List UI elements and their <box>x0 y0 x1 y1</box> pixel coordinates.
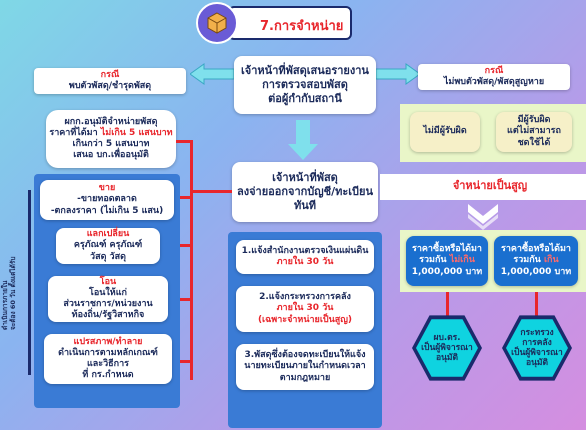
step-2-box: 2.แจ้งกระทรวงการคลัง ภายใน 30 วัน (เฉพาะ… <box>236 286 374 332</box>
exchange-title: แลกเปลี่ยน <box>86 229 130 240</box>
transfer-title: โอน <box>99 276 117 287</box>
center-top-line: ต่อผู้กำกับสถานี <box>268 92 342 106</box>
left-case-title: กรณี <box>100 69 120 80</box>
page-title: 7.การจำหน่าย <box>260 19 344 34</box>
connector-line <box>176 196 192 199</box>
step-1-box: 1.แจ้งสำนักงานตรวจเงินแผ่นดิน ภายใน 30 ว… <box>236 240 374 274</box>
arrow-right-icon <box>376 63 420 85</box>
step-2-note: (เฉพาะจำหน่ายเป็นสูญ) <box>257 314 353 325</box>
step-2-text: 2.แจ้งกระทรวงการคลัง <box>259 292 351 303</box>
fault-text: แต่ไม่สามารถ <box>507 126 561 137</box>
center-mid-line: เจ้าหน้าที่พัสดุ <box>272 170 338 184</box>
hex2-text: กระทรวง <box>520 327 554 338</box>
center-writeoff-box: เจ้าหน้าที่พัสดุ ลงจ่ายออกจากบัญชี/ทะเบี… <box>232 162 378 222</box>
no-fault-text: ไม่มีผู้รับผิด <box>423 126 467 137</box>
under-limit: ไม่เกิน <box>449 255 475 266</box>
title-banner: 7.การจำหน่าย <box>228 6 352 40</box>
arrow-down-icon <box>288 120 318 160</box>
step-3-text: 3.พัสดุซึ่งต้องจดทะเบียนให้แจ้ง <box>244 350 366 361</box>
writeoff-label: จำหน่ายเป็นสูญ <box>452 179 528 192</box>
price-over-box: ราคาซื้อหรือได้มา รวมกัน เกิน 1,000,000 … <box>494 236 578 286</box>
chevron-down-icon <box>468 204 498 230</box>
hex2-text: เป็นผู้พิจารณา <box>511 348 563 358</box>
over-amount: 1,000,000 บาท <box>500 266 572 277</box>
connector-line <box>176 244 192 247</box>
center-report-box: เจ้าหน้าที่พัสดุเสนอรายงาน การตรวจสอบพัส… <box>234 56 376 114</box>
approve-text: ผกก.อนุมัติจำหน่ายพัสดุ <box>64 116 158 127</box>
right-case-box: กรณี ไม่พบตัวพัสดุ/พัสดุสูญหาย <box>418 64 570 90</box>
no-fault-box: ไม่มีผู้รับผิด <box>410 112 480 152</box>
convert-title: แปรสภาพ/ทำลาย <box>73 336 143 347</box>
over-label: รวมกัน <box>513 255 544 266</box>
approve-text: เสนอ บก.เพื่ออนุมัติ <box>73 150 149 161</box>
arrow-left-icon <box>190 63 234 85</box>
sell-box: ขาย -ขายทอดตลาด -ตกลงราคา (ไม่เกิน 5 แสน… <box>40 180 174 220</box>
left-case-text: พบตัวพัสดุ/ชำรุดพัสดุ <box>68 81 152 91</box>
connector-line <box>446 292 449 316</box>
sell-title: ขาย <box>98 183 116 194</box>
transfer-text: ท้องถิ่น/รัฐวิสาหกิจ <box>71 310 145 321</box>
over-limit: เกิน <box>543 255 559 266</box>
approve-limit: ไม่เกิน 5 แสนบาท <box>100 127 173 138</box>
approve-price-label: ราคาที่ได้มา <box>49 127 101 138</box>
under-label: รวมกัน <box>419 255 450 266</box>
transfer-box: โอน โอนให้แก่ ส่วนราชการ/หน่วยงาน ท้องถิ… <box>48 276 168 322</box>
sell-text: -ตกลงราคา (ไม่เกิน 5 แสน) <box>50 205 164 216</box>
convert-text: ดำเนินการตามหลักเกณฑ์ <box>58 347 158 358</box>
hex1-text: เป็นผู้พิจารณา <box>421 342 473 353</box>
left-approve-box: ผกก.อนุมัติจำหน่ายพัสดุ ราคาที่ได้มา ไม่… <box>46 110 176 168</box>
sell-text: -ขายทอดตลาด <box>77 194 137 205</box>
price-under-box: ราคาซื้อหรือได้มา รวมกัน ไม่เกิน 1,000,0… <box>406 236 488 286</box>
under-text: ราคาซื้อหรือได้มา <box>411 244 482 255</box>
fault-box: มีผู้รับผิด แต่ไม่สามารถ ชดใช้ได้ <box>496 112 572 152</box>
hex-finance-approve: กระทรวง การคลัง เป็นผู้พิจารณา อนุมัติ <box>502 315 572 381</box>
exchange-box: แลกเปลี่ยน ครุภัณฑ์ ครุภัณฑ์ วัสดุ วัสดุ <box>56 228 160 264</box>
left-case-box: กรณี พบตัวพัสดุ/ชำรุดพัสดุ <box>34 68 186 94</box>
side-note: ดำเนินการภายใน จะต้อง 60 วัน ตั้งแต่ได้ร… <box>1 230 28 330</box>
hex1-text: ผบ.ตร. <box>433 332 461 343</box>
step-3-box: 3.พัสดุซึ่งต้องจดทะเบียนให้แจ้ง นายทะเบี… <box>236 344 374 390</box>
convert-box: แปรสภาพ/ทำลาย ดำเนินการตามหลักเกณฑ์ และว… <box>44 334 172 384</box>
step-1-deadline: ภายใน 30 วัน <box>276 257 334 267</box>
side-note-line: จะต้อง 60 วัน ตั้งแต่ได้รับ <box>8 256 17 330</box>
hex1-text: อนุมัติ <box>435 353 459 364</box>
over-text: ราคาซื้อหรือได้มา <box>500 244 571 255</box>
center-top-line: การตรวจสอบพัสดุ <box>262 77 348 91</box>
side-bracket <box>28 190 31 375</box>
exchange-text: วัสดุ วัสดุ <box>90 251 126 262</box>
convert-text: ที่ กร.กำหนด <box>82 370 134 381</box>
step-1-text: 1.แจ้งสำนักงานตรวจเงินแผ่นดิน <box>241 245 369 256</box>
hex-police-approve: ผบ.ตร. เป็นผู้พิจารณา อนุมัติ <box>412 315 482 381</box>
approve-text: เกินกว่า 5 แสนบาท <box>72 139 150 149</box>
center-mid-line: ลงจ่ายออกจากบัญชี/ทะเบียน <box>236 184 374 198</box>
connector-line <box>176 360 192 363</box>
right-case-title: กรณี <box>484 65 504 76</box>
under-amount: 1,000,000 บาท <box>411 266 483 277</box>
step-3-text: นายทะเบียนภายในกำหนดเวลา <box>244 361 366 372</box>
box-icon <box>196 2 238 44</box>
hex2-text: การคลัง <box>522 337 552 348</box>
exchange-text: ครุภัณฑ์ ครุภัณฑ์ <box>73 240 143 251</box>
connector-line <box>535 292 538 316</box>
connector-line <box>176 298 192 301</box>
side-note-line: ดำเนินการภายใน <box>1 280 9 330</box>
connector-line <box>190 140 193 380</box>
transfer-text: โอนให้แก่ <box>89 287 127 298</box>
fault-text: มีผู้รับผิด <box>517 115 551 126</box>
connector-line <box>192 190 232 193</box>
right-case-text: ไม่พบตัวพัสดุ/พัสดุสูญหาย <box>443 77 545 87</box>
transfer-text: ส่วนราชการ/หน่วยงาน <box>63 299 153 309</box>
connector-line <box>176 140 192 143</box>
convert-text: และวิธีการ <box>86 359 130 369</box>
fault-text: ชดใช้ได้ <box>517 137 551 148</box>
center-mid-line: ทันที <box>293 199 317 213</box>
center-top-line: เจ้าหน้าที่พัสดุเสนอรายงาน <box>241 63 369 77</box>
hex2-text: อนุมัติ <box>525 358 549 369</box>
step-2-deadline: ภายใน 30 วัน <box>276 303 334 314</box>
writeoff-band <box>380 174 586 200</box>
step-3-text: ตามกฎหมาย <box>279 372 331 383</box>
